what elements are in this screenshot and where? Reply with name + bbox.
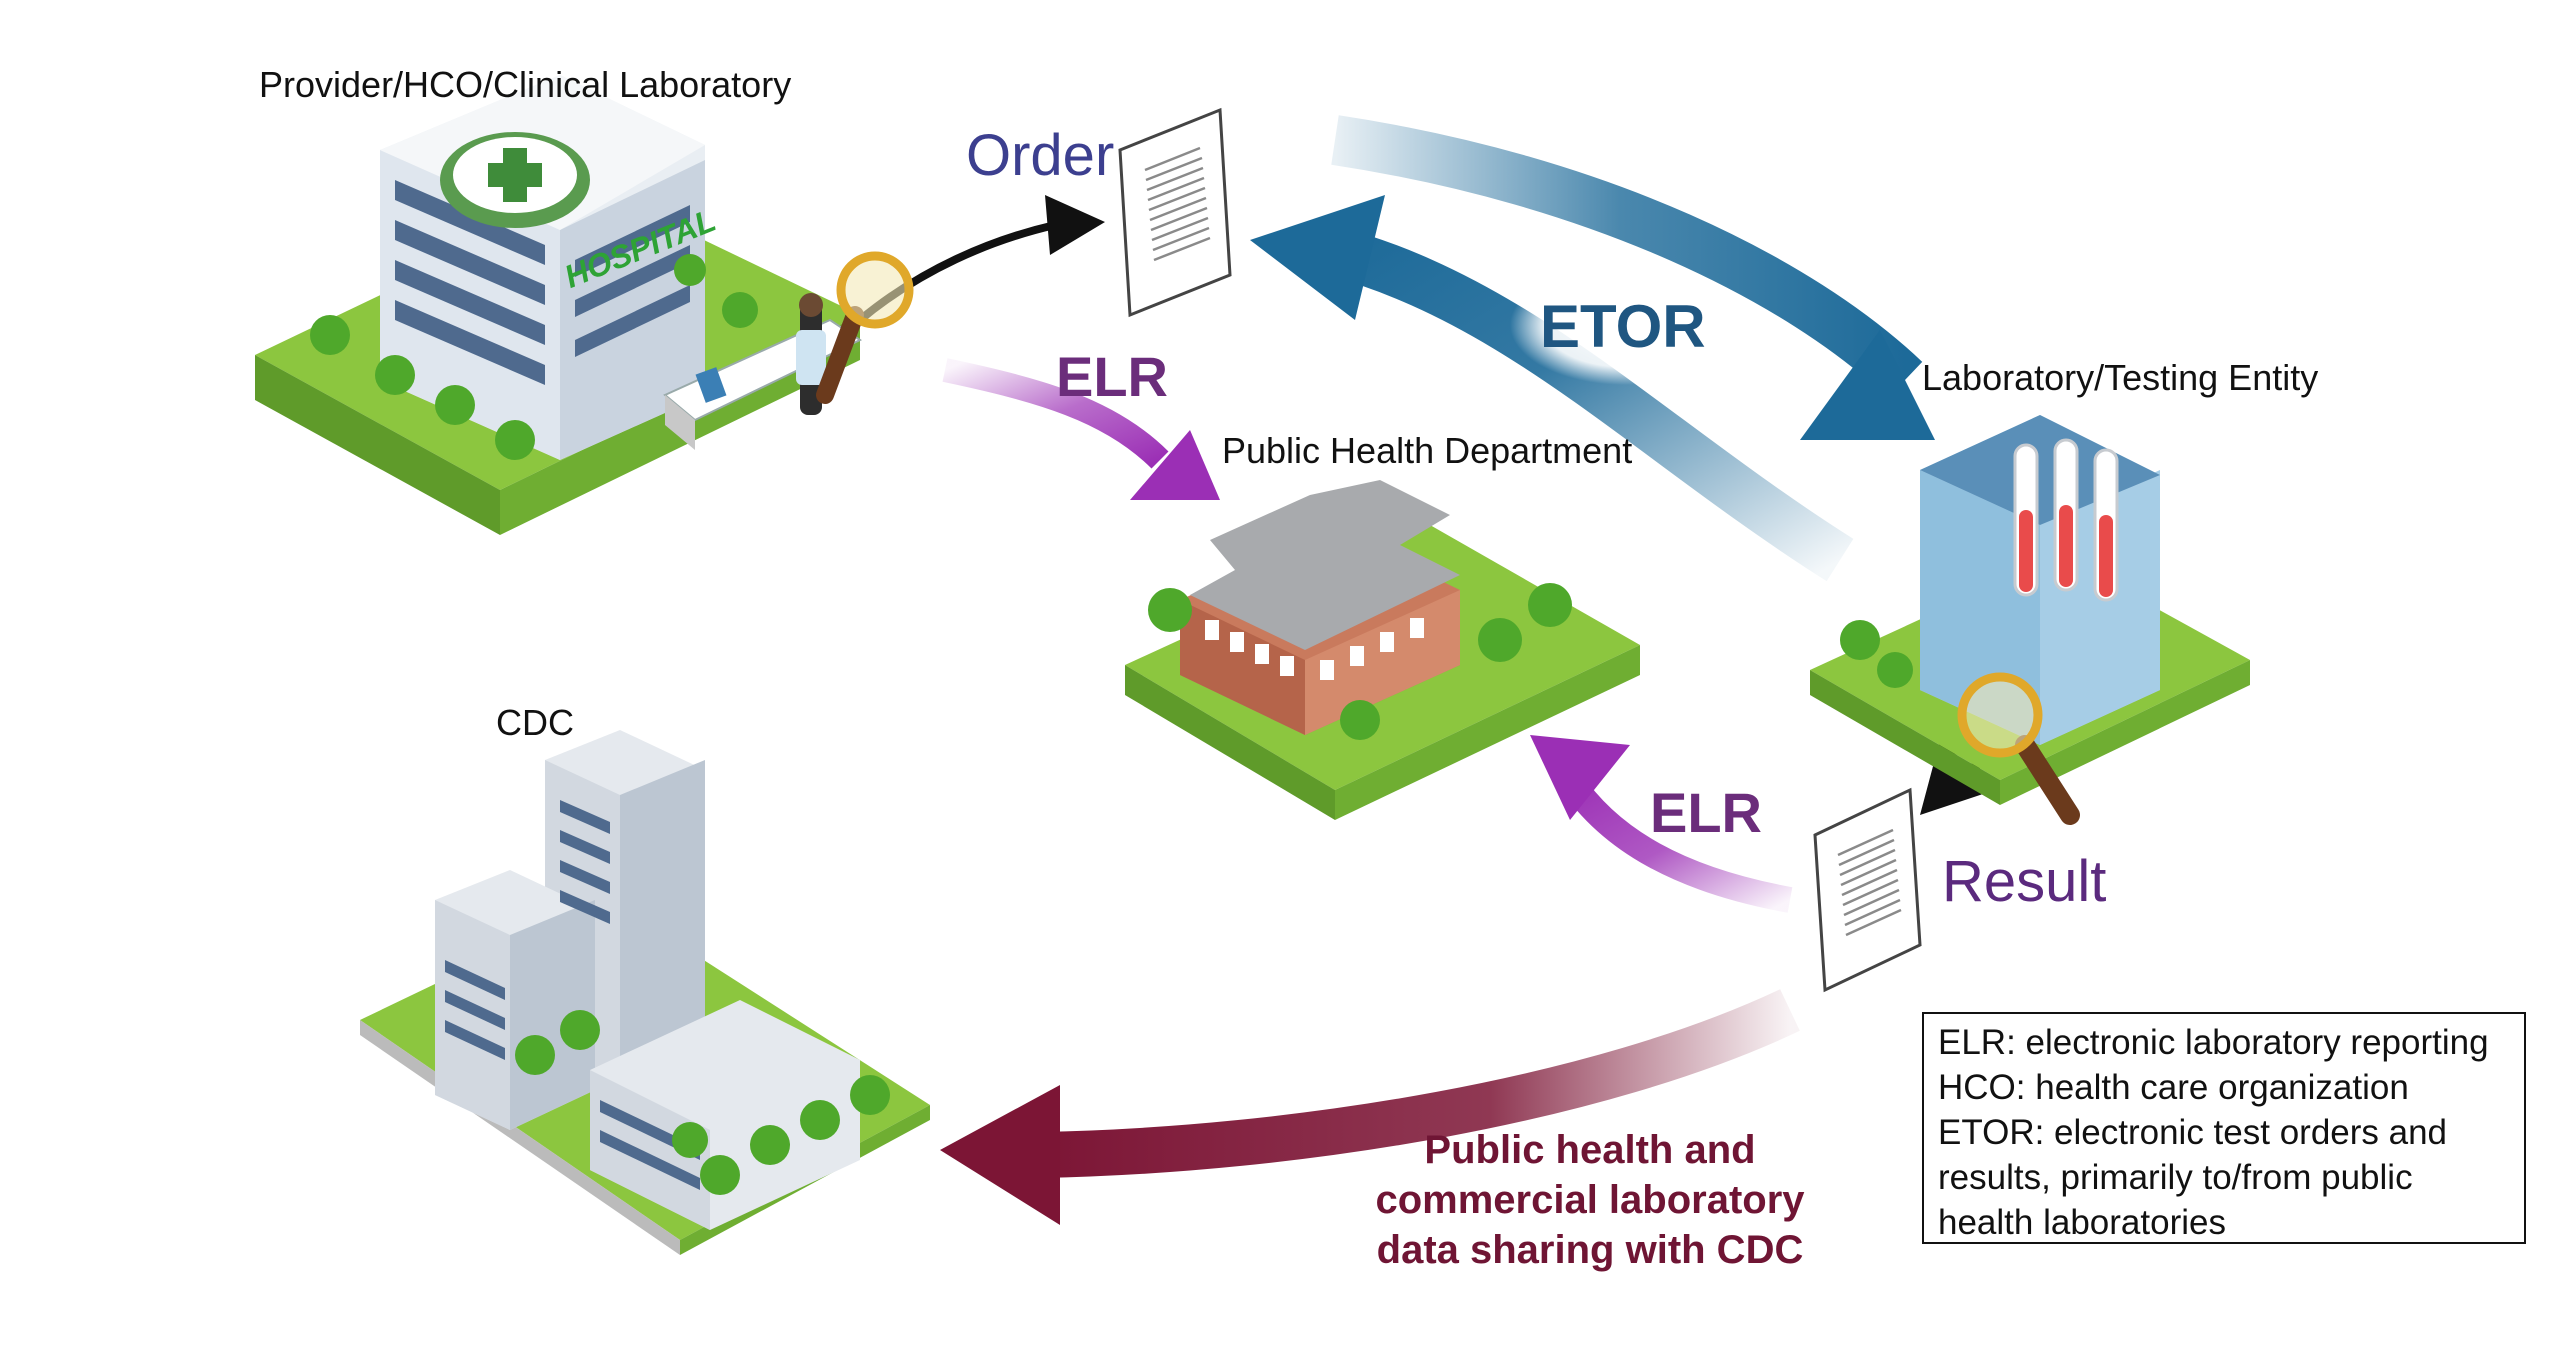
- cdc-sharing-line-1: Public health and: [1424, 1128, 1756, 1172]
- legend-etor-1: ETOR: electronic test orders and: [1938, 1113, 2448, 1152]
- hospital-tree: [310, 254, 758, 460]
- elr-arrow-lab-to-phd: [1530, 735, 1793, 913]
- order-label: Order: [966, 123, 1115, 188]
- legend-etor-2: results, primarily to/from public: [1938, 1158, 2413, 1197]
- elr-label-bottom: ELR: [1650, 781, 1762, 844]
- provider-label: Provider/HCO/Clinical Laboratory: [259, 64, 792, 105]
- elr-arrow-provider-to-phd: [942, 358, 1220, 500]
- cdc-buildings: [360, 730, 930, 1255]
- cdc-sharing-label: Public health and commercial laboratory …: [1310, 1125, 1870, 1275]
- legend-hco: HCO: health care organization: [1938, 1068, 2409, 1107]
- public-health-building: [1125, 480, 1640, 820]
- etor-arrow-to-lab: [1331, 115, 1935, 440]
- etor-label: ETOR: [1540, 293, 1706, 360]
- result-label: Result: [1942, 849, 2107, 914]
- legend-elr: ELR: electronic laboratory reporting: [1938, 1023, 2489, 1062]
- order-document: [1118, 107, 1232, 318]
- magnifier-lab-icon: [1957, 672, 2080, 825]
- etor-glow: [1510, 265, 1740, 385]
- cdc-label: CDC: [496, 702, 574, 743]
- cdc-sharing-arrow: [940, 989, 1800, 1225]
- laboratory-label: Laboratory/Testing Entity: [1922, 357, 2319, 398]
- legend-box: ELR: electronic laboratory reporting HCO…: [1922, 1012, 2526, 1244]
- laboratory-building: [1810, 415, 2250, 805]
- elr-label-top: ELR: [1056, 345, 1168, 408]
- result-document: [1813, 787, 1922, 993]
- magnifier-provider-icon: [816, 251, 914, 404]
- cdc-sharing-line-3: data sharing with CDC: [1376, 1228, 1804, 1272]
- legend-etor-3: health laboratories: [1938, 1203, 2226, 1242]
- test-tube-icon: [2013, 438, 2119, 602]
- hospital-illustration: [255, 75, 863, 535]
- cdc-sharing-line-2: commercial laboratory: [1375, 1178, 1805, 1222]
- public-health-label: Public Health Department: [1222, 430, 1633, 471]
